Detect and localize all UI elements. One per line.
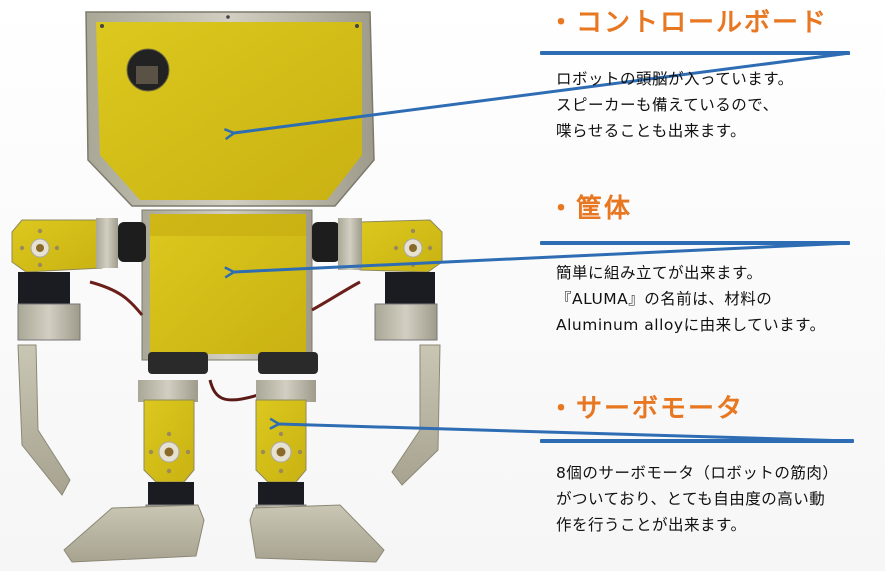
robot-torso: [89, 209, 361, 402]
description-line: 『ALUMA』の名前は、材料の: [556, 290, 773, 308]
description-body-case: 簡単に組み立てが出来ます。 『ALUMA』の名前は、材料の Aluminum a…: [556, 260, 826, 338]
description-servo-motor: 8個のサーボモータ（ロボットの筋肉） がついており、とても自由度の高い動 作を行…: [556, 460, 838, 538]
robot-left-leg: [63, 380, 205, 563]
robot-head: [85, 11, 375, 207]
heading-text: サーボモータ: [576, 394, 745, 424]
heading-text: コントロールボード: [576, 8, 829, 38]
callout-arrows: [234, 51, 851, 443]
description-line: スピーカーも備えているので、: [556, 96, 779, 114]
robot-left-arm: [11, 218, 118, 496]
robot-right-leg: [249, 380, 385, 563]
divider-body-case: [540, 241, 850, 245]
arrow-body-case: [234, 241, 851, 272]
divider-control-board: [540, 51, 850, 55]
heading-control-board: ・コントロールボード: [548, 10, 828, 36]
heading-body-case: ・筐体: [548, 196, 632, 222]
bullet: ・: [548, 394, 577, 424]
description-line: Aluminum alloyに由来しています。: [556, 316, 826, 334]
description-line: 作を行うことが出来ます。: [556, 516, 747, 534]
description-control-board: ロボットの頭脳が入っています。 スピーカーも備えているので、 喋らせることも出来…: [556, 66, 794, 144]
heading-text: 筐体: [576, 194, 633, 224]
arrow-servo-motor: [279, 424, 851, 443]
bullet: ・: [548, 8, 577, 38]
heading-servo-motor: ・サーボモータ: [548, 396, 744, 422]
description-line: がついており、とても自由度の高い動: [556, 490, 826, 508]
divider-servo-motor: [540, 439, 854, 443]
robot-right-arm: [338, 218, 443, 486]
description-line: 喋らせることも出来ます。: [556, 122, 747, 140]
bullet: ・: [548, 194, 577, 224]
description-line: ロボットの頭脳が入っています。: [556, 70, 794, 88]
description-line: 8個のサーボモータ（ロボットの筋肉）: [556, 464, 839, 482]
arrow-control-board: [234, 51, 851, 133]
description-line: 簡単に組み立てが出来ます。: [556, 264, 763, 282]
